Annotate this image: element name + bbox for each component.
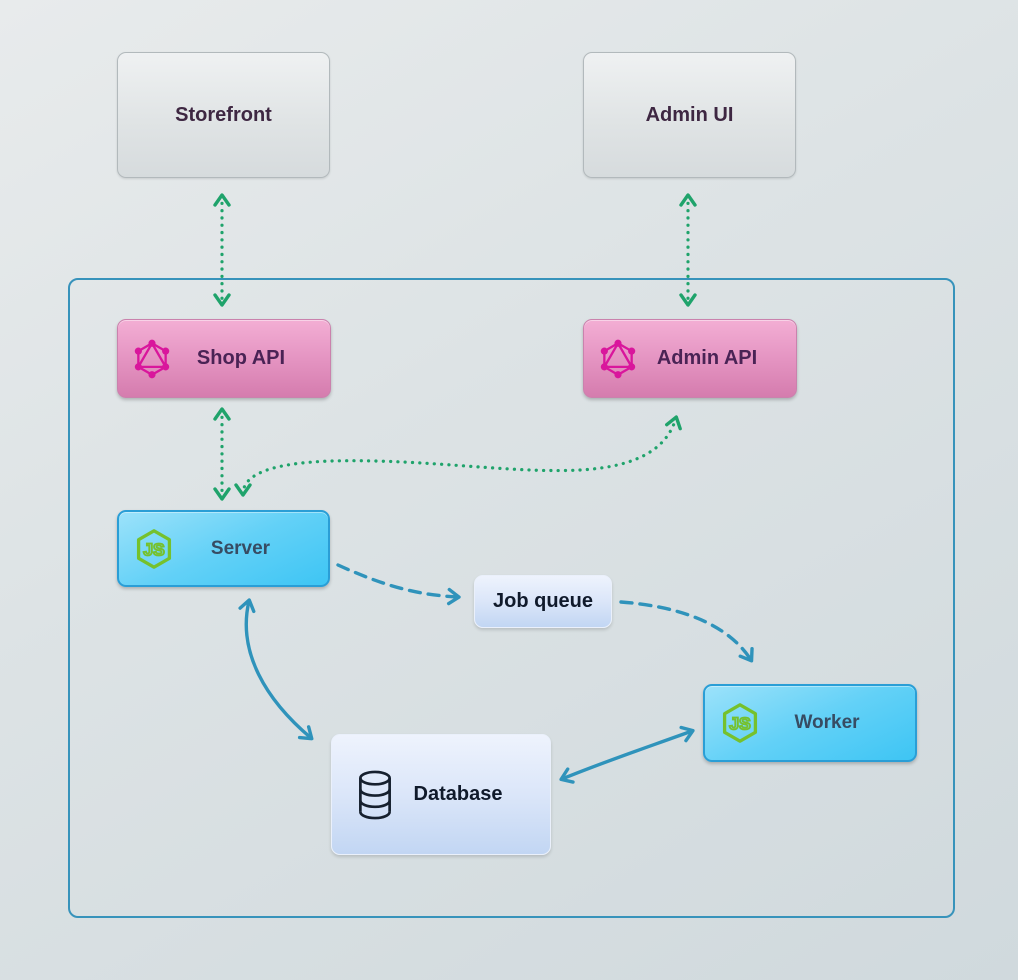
node-storefront: Storefront bbox=[117, 52, 330, 178]
svg-text:JS: JS bbox=[729, 714, 751, 734]
node-server-label: Server bbox=[210, 537, 271, 559]
graphql-icon bbox=[131, 338, 173, 380]
node-admin-api-label: Admin API bbox=[656, 347, 758, 369]
node-shop-api: Shop API bbox=[117, 319, 331, 398]
svg-text:JS: JS bbox=[143, 539, 165, 559]
node-database: Database bbox=[331, 734, 551, 855]
node-worker: JS Worker bbox=[703, 684, 917, 762]
node-job-queue: Job queue bbox=[474, 575, 612, 628]
node-storefront-label: Storefront bbox=[175, 103, 272, 126]
nodejs-icon: JS bbox=[132, 527, 176, 571]
graphql-icon bbox=[597, 338, 639, 380]
backend-boundary bbox=[68, 278, 955, 918]
node-database-label: Database bbox=[413, 783, 503, 805]
node-server: JS Server bbox=[117, 510, 330, 587]
node-job-queue-label: Job queue bbox=[492, 590, 593, 612]
node-worker-label: Worker bbox=[794, 712, 860, 733]
node-admin-ui: Admin UI bbox=[583, 52, 796, 178]
nodejs-icon: JS bbox=[718, 701, 762, 745]
node-shop-api-label: Shop API bbox=[196, 347, 286, 369]
node-admin-api: Admin API bbox=[583, 319, 797, 398]
node-admin-ui-label: Admin UI bbox=[645, 103, 734, 126]
database-icon bbox=[352, 768, 398, 822]
